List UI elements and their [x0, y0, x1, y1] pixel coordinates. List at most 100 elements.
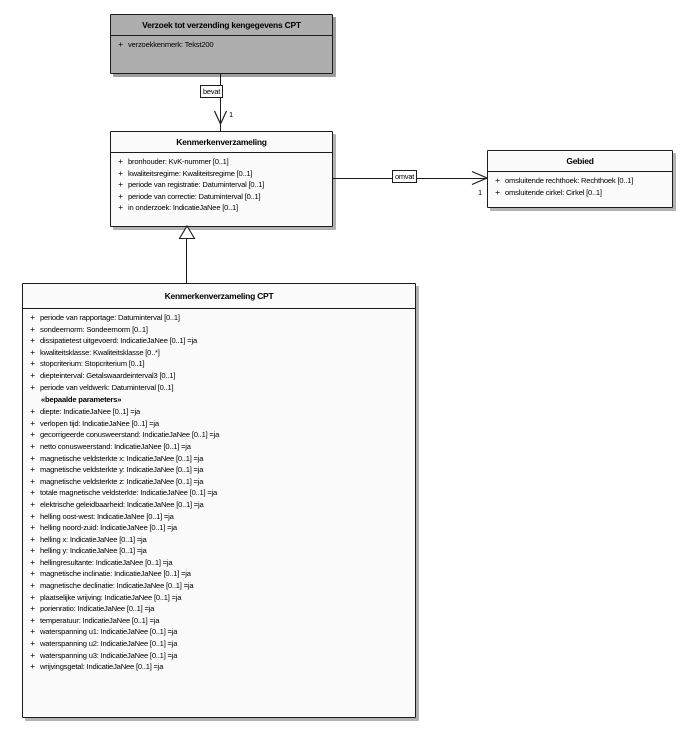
class-title-kenmerkenverzameling-cpt: Kenmerkenverzameling CPT — [23, 284, 415, 309]
visibility-marker: + — [30, 381, 35, 392]
attribute-text: omsluitende rechthoek: Rechthoek [0..1] — [505, 176, 634, 185]
attribute-row: + waterspanning u1: IndicatieJaNee [0..1… — [25, 626, 413, 638]
attribute-text: helling oost-west: IndicatieJaNee [0..1]… — [40, 511, 174, 521]
class-attributes-kenmerkenverzameling-cpt: + periode van rapportage: Datuminterval … — [23, 309, 415, 677]
attribute-row: + wrijvingsgetal: IndicatieJaNee [0..1] … — [25, 661, 413, 673]
attribute-row: + waterspanning u3: IndicatieJaNee [0..1… — [25, 650, 413, 662]
attribute-row: + magnetische declinatie: IndicatieJaNee… — [25, 580, 413, 592]
visibility-marker: + — [30, 638, 35, 649]
attribute-row: + periode van correctie: Datuminterval [… — [113, 191, 330, 203]
class-attributes-verzoek: + verzoekkenmerk: Tekst200 — [111, 36, 332, 55]
visibility-marker: + — [30, 369, 35, 380]
attribute-row: + periode van registratie: Datuminterval… — [113, 179, 330, 191]
visibility-marker: + — [30, 591, 35, 602]
visibility-marker: + — [30, 522, 35, 533]
attribute-row: + porienratio: IndicatieJaNee [0..1] =ja — [25, 603, 413, 615]
attribute-text: magnetische veldsterkte z: IndicatieJaNe… — [40, 476, 204, 486]
class-title-gebied: Gebied — [488, 151, 672, 172]
attribute-text: sondeernorm: Sondeernorm [0..1] — [40, 324, 148, 334]
association-multiplicity-omvat: 1 — [478, 188, 483, 197]
attribute-text: elektrische geleidbaarheid: IndicatieJaN… — [40, 499, 204, 509]
attribute-row: + elektrische geleidbaarheid: IndicatieJ… — [25, 499, 413, 511]
class-title-kenmerkenverzameling: Kenmerkenverzameling — [111, 132, 332, 153]
visibility-marker: + — [30, 464, 35, 475]
attribute-text: kwaliteitsklasse: Kwaliteitsklasse [0..*… — [40, 347, 160, 357]
attribute-text: stopcriterium: Stopcriterium [0..1] — [40, 359, 145, 369]
association-label-omvat: omvat — [392, 170, 418, 183]
attribute-row: + temperatuur: IndicatieJaNee [0..1] =ja — [25, 615, 413, 627]
class-title-verzoek: Verzoek tot verzending kengegevens CPT — [111, 15, 332, 36]
attribute-row: + waterspanning u2: IndicatieJaNee [0..1… — [25, 638, 413, 650]
attribute-text: hellingresultante: IndicatieJaNee [0..1]… — [40, 557, 173, 567]
attribute-text: wrijvingsgetal: IndicatieJaNee [0..1] =j… — [40, 662, 164, 672]
attribute-row: + helling oost-west: IndicatieJaNee [0..… — [25, 511, 413, 523]
attribute-row: + hellingresultante: IndicatieJaNee [0..… — [25, 557, 413, 569]
attribute-text: waterspanning u3: IndicatieJaNee [0..1] … — [40, 650, 178, 660]
attribute-text: gecorrigeerde conusweerstand: IndicatieJ… — [40, 430, 220, 440]
attribute-row: + magnetische inclinatie: IndicatieJaNee… — [25, 568, 413, 580]
attribute-text: magnetische inclinatie: IndicatieJaNee [… — [40, 569, 191, 579]
attribute-text: verzoekkenmerk: Tekst200 — [128, 40, 214, 49]
visibility-marker: + — [30, 429, 35, 440]
attribute-text: helling noord-zuid: IndicatieJaNee [0..1… — [40, 523, 177, 533]
attribute-row: + helling noord-zuid: IndicatieJaNee [0.… — [25, 522, 413, 534]
attribute-text: diepteinterval: Getalswaardeinterval3 [0… — [40, 370, 176, 380]
attribute-text: waterspanning u2: IndicatieJaNee [0..1] … — [40, 639, 178, 649]
attribute-text: in onderzoek: IndicatieJaNee [0..1] — [128, 203, 238, 213]
class-attributes-kenmerkenverzameling: + bronhouder: KvK-nummer [0..1] + kwalit… — [111, 153, 332, 218]
attribute-row: + magnetische veldsterkte z: IndicatieJa… — [25, 476, 413, 488]
attribute-row: + kwaliteitsklasse: Kwaliteitsklasse [0.… — [25, 347, 413, 359]
association-label-bevat: bevat — [200, 85, 224, 98]
attribute-text: kwaliteitsregime: Kwaliteitsregime [0..1… — [128, 168, 253, 178]
attribute-text: porienratio: IndicatieJaNee [0..1] =ja — [40, 604, 155, 614]
visibility-marker: + — [495, 186, 500, 197]
attribute-text: omsluitende cirkel: Cirkel [0..1] — [505, 187, 602, 197]
attribute-text: periode van veldwerk: Datuminterval [0..… — [40, 382, 174, 392]
attribute-row: + omsluitende cirkel: Cirkel [0..1] — [490, 187, 670, 199]
attribute-row: + plaatselijke wrijving: IndicatieJaNee … — [25, 592, 413, 604]
attribute-row: + magnetische veldsterkte x: IndicatieJa… — [25, 453, 413, 465]
attribute-text: dissipatietest uitgevoerd: IndicatieJaNe… — [40, 336, 197, 346]
attribute-row: + in onderzoek: IndicatieJaNee [0..1] — [113, 202, 330, 214]
attribute-text: periode van rapportage: Datuminterval [0… — [40, 313, 180, 322]
visibility-marker: + — [30, 358, 35, 369]
visibility-marker: + — [30, 335, 35, 346]
visibility-marker: + — [30, 580, 35, 591]
generalization-line — [186, 238, 187, 283]
attribute-text: magnetische veldsterkte y: IndicatieJaNe… — [40, 465, 204, 475]
visibility-marker: + — [30, 649, 35, 660]
visibility-marker: + — [30, 498, 35, 509]
class-box-verzoek-tot-verzending-kengegevens-cpt[interactable]: Verzoek tot verzending kengegevens CPT +… — [110, 14, 333, 74]
visibility-marker: + — [495, 175, 500, 185]
visibility-marker: + — [30, 323, 35, 334]
attribute-row: + sondeernorm: Sondeernorm [0..1] — [25, 324, 413, 336]
attribute-row: + bronhouder: KvK-nummer [0..1] — [113, 156, 330, 168]
attribute-text: diepte: IndicatieJaNee [0..1] =ja — [40, 407, 140, 417]
visibility-marker: + — [30, 417, 35, 428]
attribute-text: bronhouder: KvK-nummer [0..1] — [128, 157, 229, 166]
visibility-marker: + — [30, 440, 35, 451]
association-line-bevat — [220, 74, 221, 131]
class-box-kenmerkenverzameling-cpt[interactable]: Kenmerkenverzameling CPT + periode van r… — [22, 283, 416, 718]
class-box-kenmerkenverzameling[interactable]: Kenmerkenverzameling + bronhouder: KvK-n… — [110, 131, 333, 227]
association-arrowhead-bevat — [213, 110, 228, 126]
attribute-row: + periode van rapportage: Datuminterval … — [25, 312, 413, 324]
attribute-row: + verlopen tijd: IndicatieJaNee [0..1] =… — [25, 418, 413, 430]
attribute-row: + gecorrigeerde conusweerstand: Indicati… — [25, 429, 413, 441]
attribute-row: + netto conusweerstand: IndicatieJaNee [… — [25, 441, 413, 453]
attribute-row: + omsluitende rechthoek: Rechthoek [0..1… — [490, 175, 670, 187]
visibility-marker: + — [30, 312, 35, 322]
visibility-marker: + — [30, 533, 35, 544]
attribute-text: totale magnetische veldsterkte: Indicati… — [40, 488, 218, 498]
attribute-row: + stopcriterium: Stopcriterium [0..1] — [25, 358, 413, 370]
class-box-gebied[interactable]: Gebied + omsluitende rechthoek: Rechthoe… — [487, 150, 673, 208]
visibility-marker: + — [118, 156, 123, 166]
class-attributes-gebied: + omsluitende rechthoek: Rechthoek [0..1… — [488, 172, 672, 202]
attribute-row: + helling y: IndicatieJaNee [0..1] =ja — [25, 545, 413, 557]
visibility-marker: + — [30, 568, 35, 579]
visibility-marker: + — [30, 475, 35, 486]
visibility-marker: + — [30, 626, 35, 637]
attribute-row: + verzoekkenmerk: Tekst200 — [113, 39, 330, 51]
attribute-text: magnetische veldsterkte x: IndicatieJaNe… — [40, 453, 204, 463]
